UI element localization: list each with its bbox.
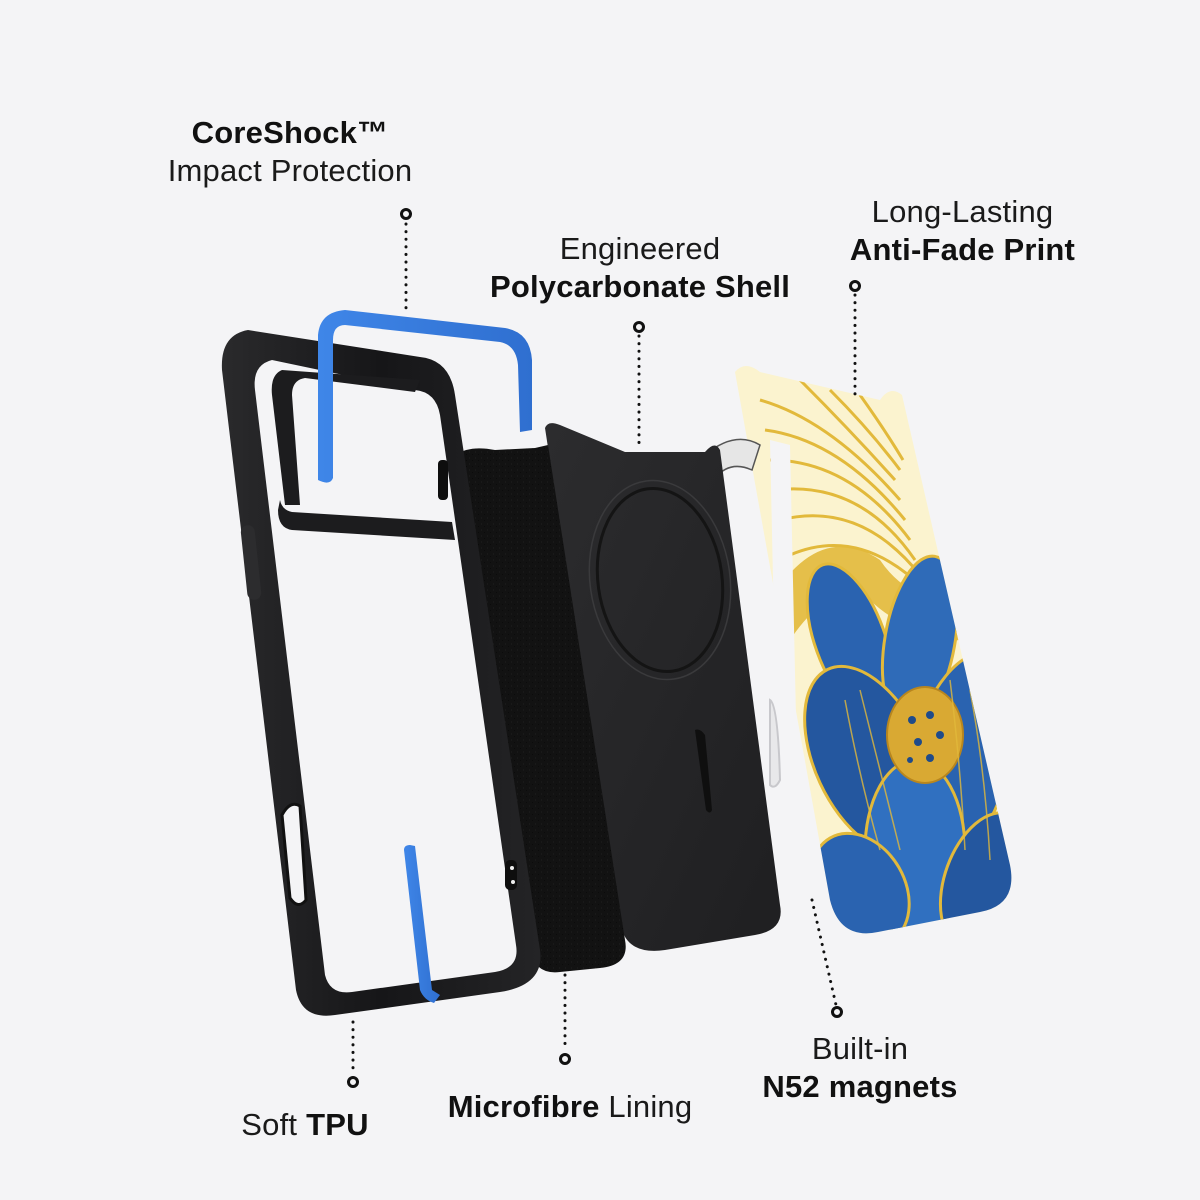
callout-coreshock: CoreShock™ Impact Protection (140, 114, 440, 190)
callout-polycarbonate-title: Polycarbonate Shell (489, 268, 791, 304)
callout-magnets-title: N52 magnets (762, 1068, 958, 1104)
callout-antifade-subtitle: Long-Lasting (871, 194, 1054, 229)
callout-polycarbonate: Engineered Polycarbonate Shell (470, 230, 810, 306)
bumper-frame (221, 330, 541, 1016)
callout-tpu: Soft TPU (225, 1106, 385, 1144)
leader-lines (351, 222, 857, 1077)
leader-endpoints (347, 208, 861, 1088)
callout-tpu-subtitle: Soft (241, 1107, 298, 1142)
callout-tpu-title: TPU (306, 1107, 369, 1142)
callout-microfibre-subtitle: Lining (608, 1089, 693, 1124)
callout-microfibre-title: Microfibre (447, 1089, 600, 1124)
callout-magnets: Built-in N52 magnets (745, 1030, 975, 1106)
callout-coreshock-title: CoreShock™ (191, 115, 389, 150)
blue-coreshock-insert (318, 310, 532, 1003)
callout-polycarbonate-subtitle: Engineered (559, 231, 721, 266)
microfibre-lining (455, 445, 626, 973)
black-back-shell (545, 423, 781, 951)
callout-coreshock-subtitle: Impact Protection (167, 152, 413, 188)
callout-antifade: Long-Lasting Anti-Fade Print (825, 193, 1100, 269)
callout-antifade-title: Anti-Fade Print (849, 231, 1076, 267)
callout-magnets-subtitle: Built-in (811, 1031, 909, 1066)
callout-microfibre: Microfibre Lining (425, 1088, 715, 1126)
